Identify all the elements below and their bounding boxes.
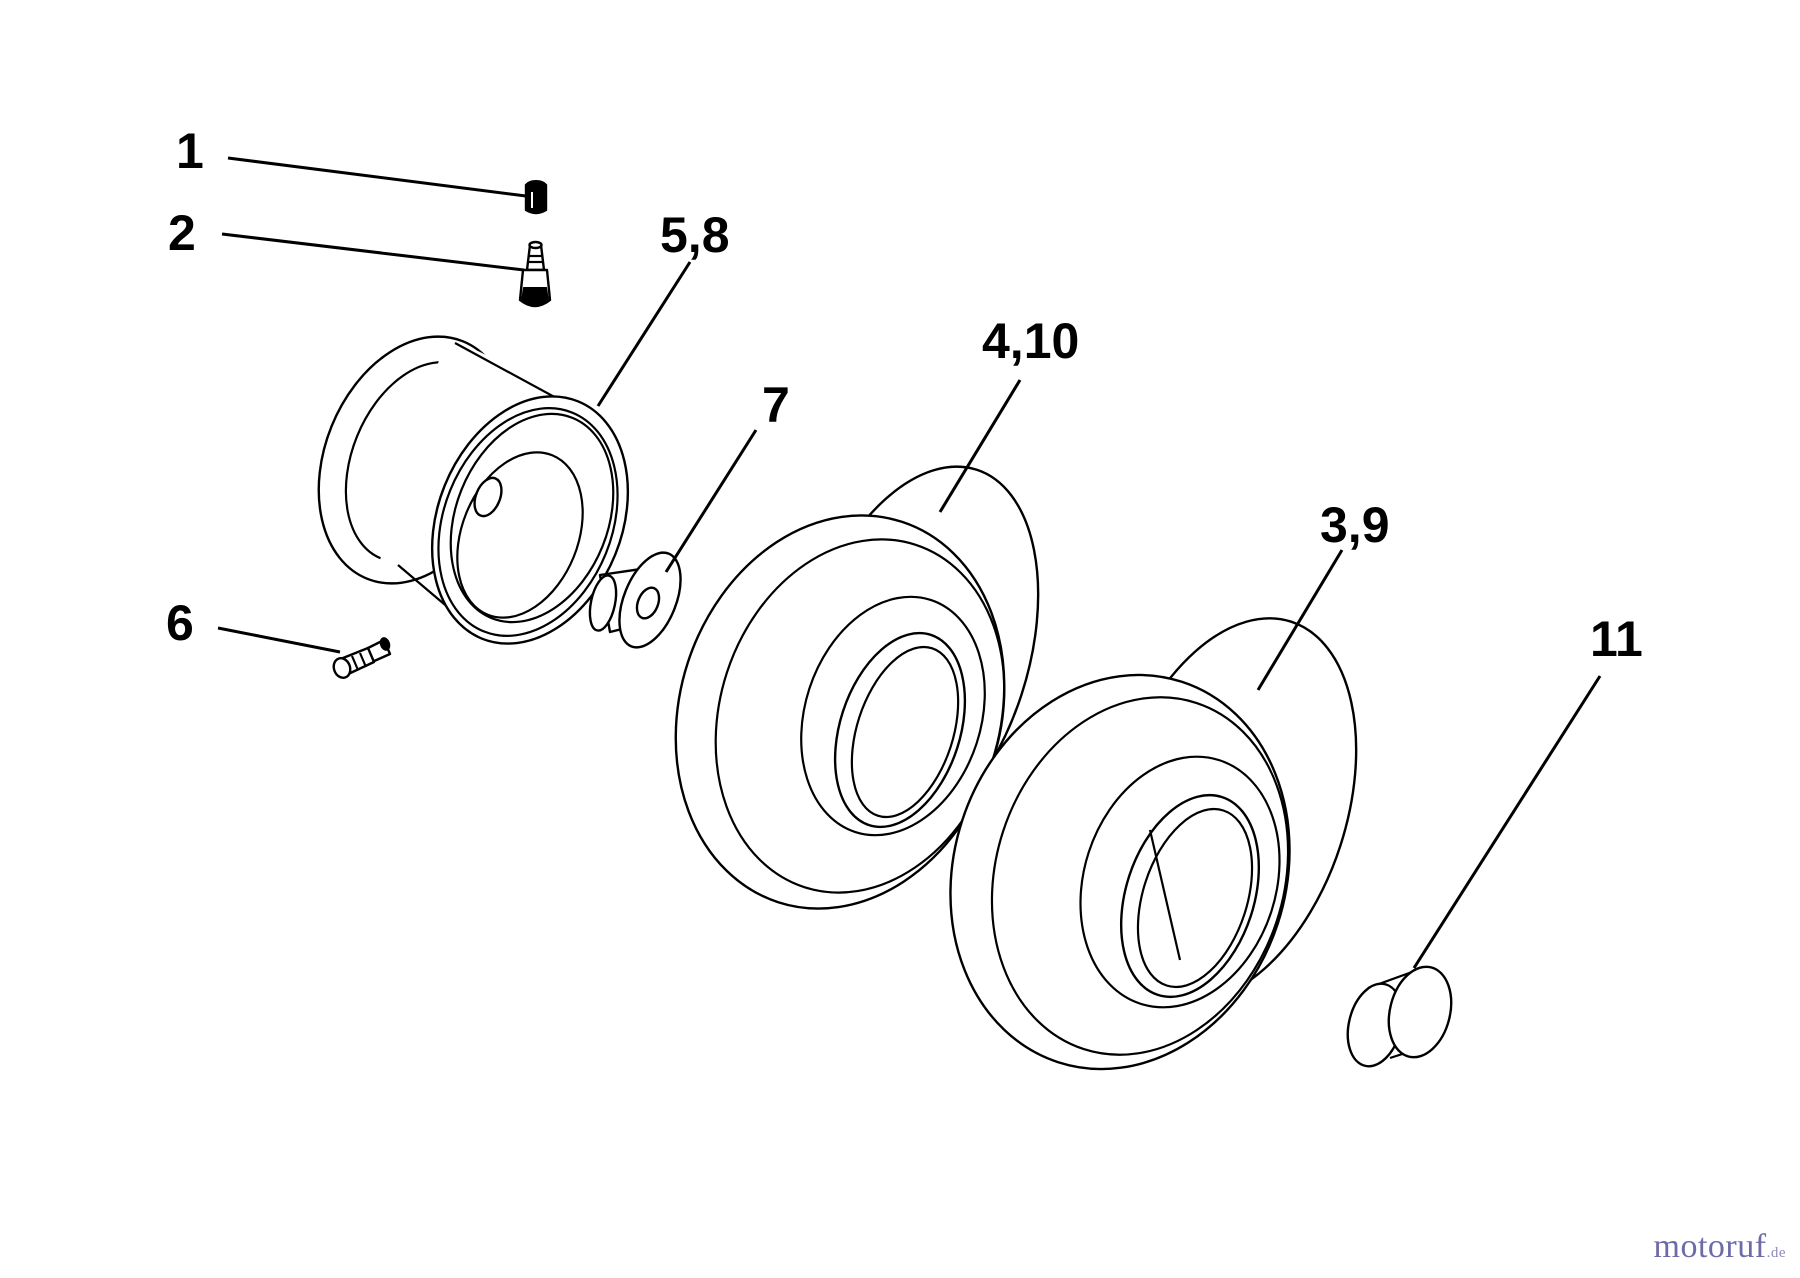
callout-2: 2 xyxy=(168,205,196,261)
callout-11: 11 xyxy=(1590,611,1643,667)
tire-valve-stem-part xyxy=(518,240,552,308)
leader-1 xyxy=(227,156,527,198)
leader-4-10 xyxy=(938,379,1022,513)
leader-6 xyxy=(217,626,341,654)
leader-lines xyxy=(217,156,1602,969)
callout-3-9: 3,9 xyxy=(1320,497,1390,553)
bushing-part xyxy=(588,551,682,649)
leader-5-8 xyxy=(596,261,692,407)
watermark-logo: motoruf.de xyxy=(1654,1228,1786,1266)
callout-1: 1 xyxy=(176,123,204,179)
tire-front-part xyxy=(673,465,1040,910)
leader-7 xyxy=(664,429,758,573)
grease-fitting-part xyxy=(332,637,392,679)
watermark-tld: .de xyxy=(1766,1245,1786,1261)
tire-rear-part xyxy=(949,617,1358,1071)
valve-cap-part xyxy=(524,180,548,215)
callout-labels: 1 2 5,8 7 4,10 3,9 11 6 xyxy=(166,123,1643,667)
hub-cap-part xyxy=(1346,965,1453,1068)
leader-2 xyxy=(221,232,525,272)
leader-11 xyxy=(1412,675,1602,969)
leader-3-9 xyxy=(1256,549,1344,691)
callout-5-8: 5,8 xyxy=(660,207,730,263)
wheel-rim-part xyxy=(317,335,630,645)
watermark-main: motoruf xyxy=(1653,1228,1767,1265)
callout-4-10: 4,10 xyxy=(982,313,1079,369)
callout-7: 7 xyxy=(762,377,790,433)
callout-6: 6 xyxy=(166,595,194,651)
